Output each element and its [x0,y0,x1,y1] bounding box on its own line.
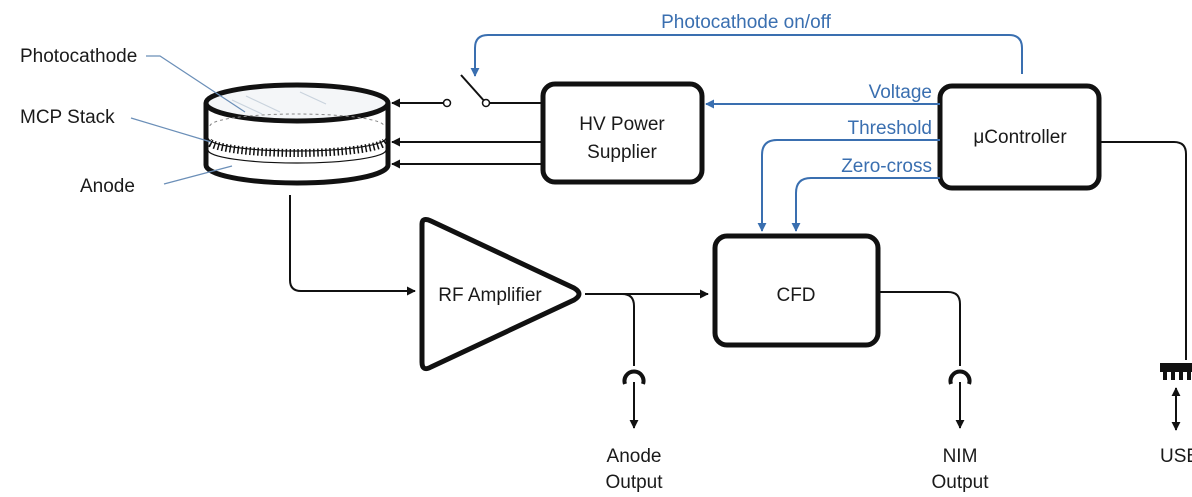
anode-leader [163,165,233,185]
photocathode-leader [146,55,246,113]
nim-output-label-line1: NIM [943,446,978,467]
photocathode-label: Photocathode [20,46,137,67]
switch-blade [460,74,487,104]
threshold-label: Threshold [848,118,933,139]
usb-connector-icon [1160,363,1192,380]
anode-output-branch [621,293,635,366]
anode-output-connector [622,369,646,385]
hv-power-supplier-box [540,81,705,185]
cfd-label: CFD [776,285,815,306]
zero-cross-line [791,177,940,232]
photocathode-window [203,82,391,124]
voltage-label: Voltage [869,82,932,103]
detector-cylinder [203,82,391,186]
nim-output-label-line2: Output [931,472,989,493]
glass-highlight [231,91,327,115]
cylinder-body [203,103,391,186]
mcp-stack-band-top [207,137,387,152]
zero-cross-label: Zero-cross [841,156,932,177]
hv-label-line2: Supplier [587,142,657,163]
ucontroller-to-usb-line [1099,141,1187,360]
cfd-box [712,233,881,348]
rf-amplifier-label: RF Amplifier [438,285,542,306]
hv-label-line1: HV Power [579,114,665,135]
anode-output-label-line2: Output [605,472,663,493]
switch-contact-left [442,98,452,108]
ucontroller-box [937,83,1102,191]
anode-to-amplifier-line [289,195,416,296]
mcp-stack-leader [130,117,212,143]
anode-label: Anode [80,176,135,197]
mcp-stack-label: MCP Stack [20,107,115,128]
rf-amplifier-triangle [419,217,582,372]
photocathode-onoff-label: Photocathode on/off [661,12,831,33]
ucontroller-label: μController [973,127,1067,148]
threshold-line [757,139,940,232]
anode-output-label-line1: Anode [607,446,662,467]
switch-contact-right [481,98,491,108]
nim-output-connector [948,369,972,385]
usb-label: USB [1160,446,1192,467]
mcp-stack-band-bottom [207,149,387,164]
photocathode-onoff-line [470,34,1023,77]
cfd-to-nim-line [878,291,961,366]
